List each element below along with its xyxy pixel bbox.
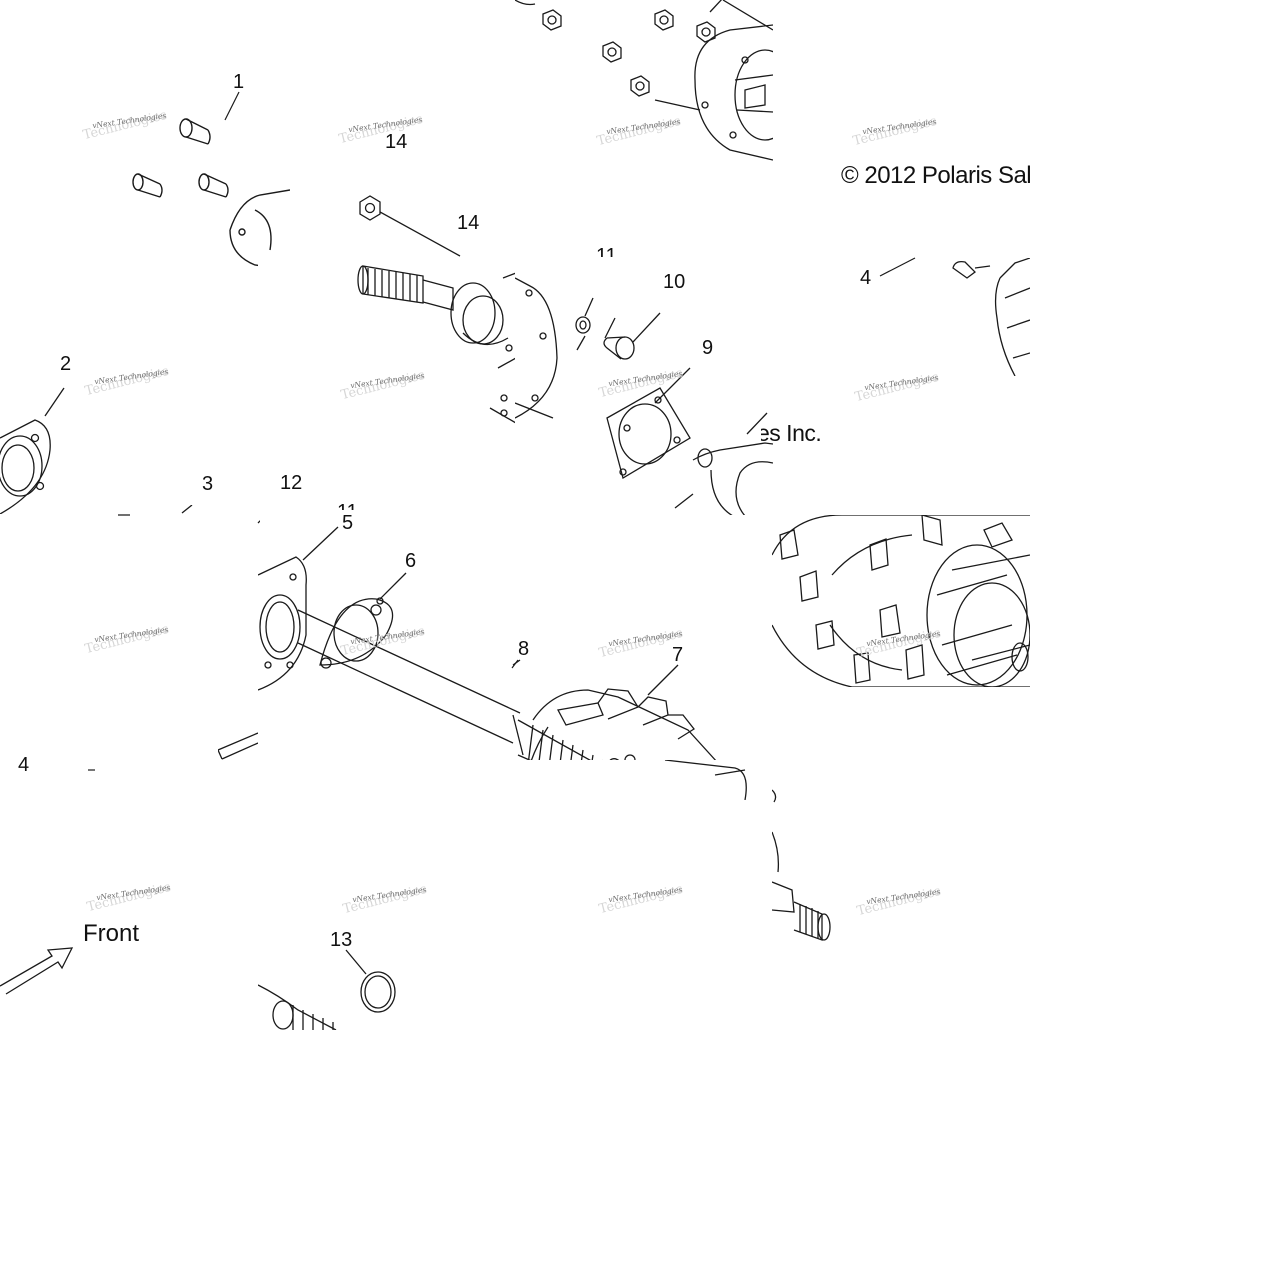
- tile-seal-washer: [515, 258, 773, 516]
- callout-1: 1: [233, 71, 245, 93]
- oring-shaft-drawing: [258, 949, 396, 1030]
- callout-13: 13: [330, 929, 353, 951]
- output-shaft-drawing: [357, 265, 516, 424]
- housing-center-drawing: [664, 760, 747, 800]
- front-label: Front: [83, 920, 140, 947]
- tile-bolts: [80, 60, 290, 270]
- spline-stub-drawing: [772, 789, 831, 941]
- callout-14-nut: 14: [385, 131, 408, 153]
- gasket-2-drawing: [0, 387, 65, 514]
- callout-6: 6: [405, 550, 417, 572]
- copyright-text-right: es Inc.: [757, 420, 822, 446]
- tile-fragment-arrow: [218, 725, 258, 760]
- callout-2: 2: [60, 353, 72, 375]
- clutch-gear-drawing: [772, 515, 1030, 687]
- housing-right-drawing: [952, 258, 1030, 376]
- copyright-text-left: © 2012 Polaris Sale: [841, 162, 1030, 189]
- tile-nuts-carrier: [515, 0, 773, 172]
- tile-output-shaft: [258, 258, 516, 430]
- tile-clutch-gear: [772, 515, 1030, 687]
- callout-4-right: 4: [860, 267, 872, 289]
- callout-10: 10: [663, 271, 686, 293]
- tile-nut-14: [340, 170, 480, 260]
- callout-11-flange: 11: [337, 501, 358, 523]
- tile-shaft-8: [258, 515, 772, 773]
- tile-spline-stub: [772, 772, 857, 944]
- tile-oring-shaft: [258, 930, 430, 1030]
- callout-9: 9: [702, 337, 714, 359]
- callout-14-shaft: 14: [457, 212, 480, 234]
- seal-washer-drawing: [515, 277, 773, 516]
- nuts-carrier-drawing: [515, 0, 773, 161]
- callout-8: 8: [518, 638, 530, 660]
- callout-3: 3: [202, 473, 214, 495]
- fragment-small-drawing: [118, 505, 260, 524]
- shaft-8-drawing: [258, 526, 719, 773]
- nut-14-drawing: [359, 195, 461, 257]
- tile-front-arrow: [0, 940, 80, 1000]
- tile-housing-center: [515, 760, 773, 800]
- callout-5: 5: [342, 512, 354, 534]
- callout-12: 12: [280, 472, 303, 494]
- bolts-drawing: [132, 118, 290, 270]
- fragment-drawing: [218, 732, 258, 760]
- tile-housing-right: [945, 258, 1030, 376]
- callout-7: 7: [672, 644, 684, 666]
- callout-4-left: 4: [18, 754, 30, 776]
- tile-fragment-small: [110, 505, 260, 535]
- front-arrow-icon: [0, 947, 74, 995]
- callout-11-washer: 11: [596, 245, 617, 267]
- tile-gasket-2: [0, 378, 110, 514]
